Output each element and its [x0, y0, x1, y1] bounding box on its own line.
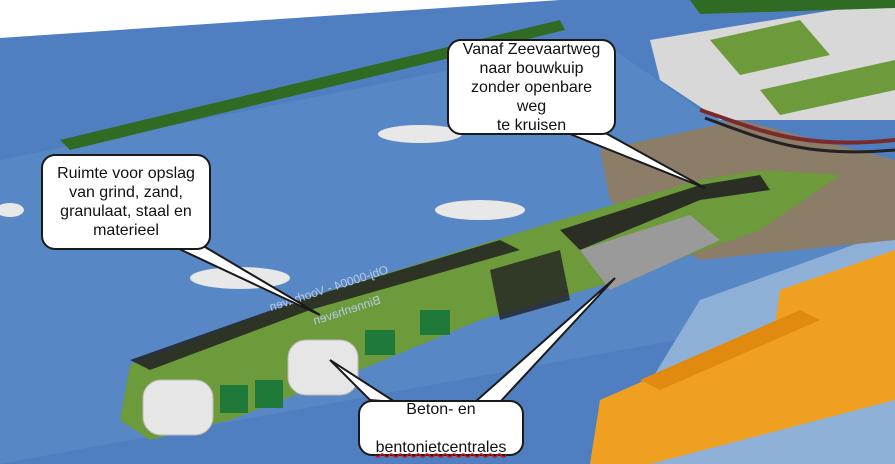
- silo: [287, 339, 359, 396]
- concrete-slab: [580, 215, 720, 290]
- callout-zeevaartweg: Vanaf Zeevaartweg naar bouwkuip zonder o…: [447, 39, 616, 135]
- callout-centrales-line2: bentonietcentrales: [375, 438, 507, 456]
- boat: [435, 200, 525, 220]
- boat: [0, 203, 24, 217]
- boat: [378, 125, 462, 143]
- callout-opslag: Ruimte voor opslag van grind, zand, gran…: [41, 154, 211, 250]
- silo: [142, 379, 214, 436]
- plant-blocks: [220, 310, 450, 413]
- quay-strip: [60, 20, 565, 150]
- callout-centrales: Beton- en bentonietcentrales: [358, 400, 524, 456]
- callout-centrales-line1: Beton- en: [406, 400, 476, 418]
